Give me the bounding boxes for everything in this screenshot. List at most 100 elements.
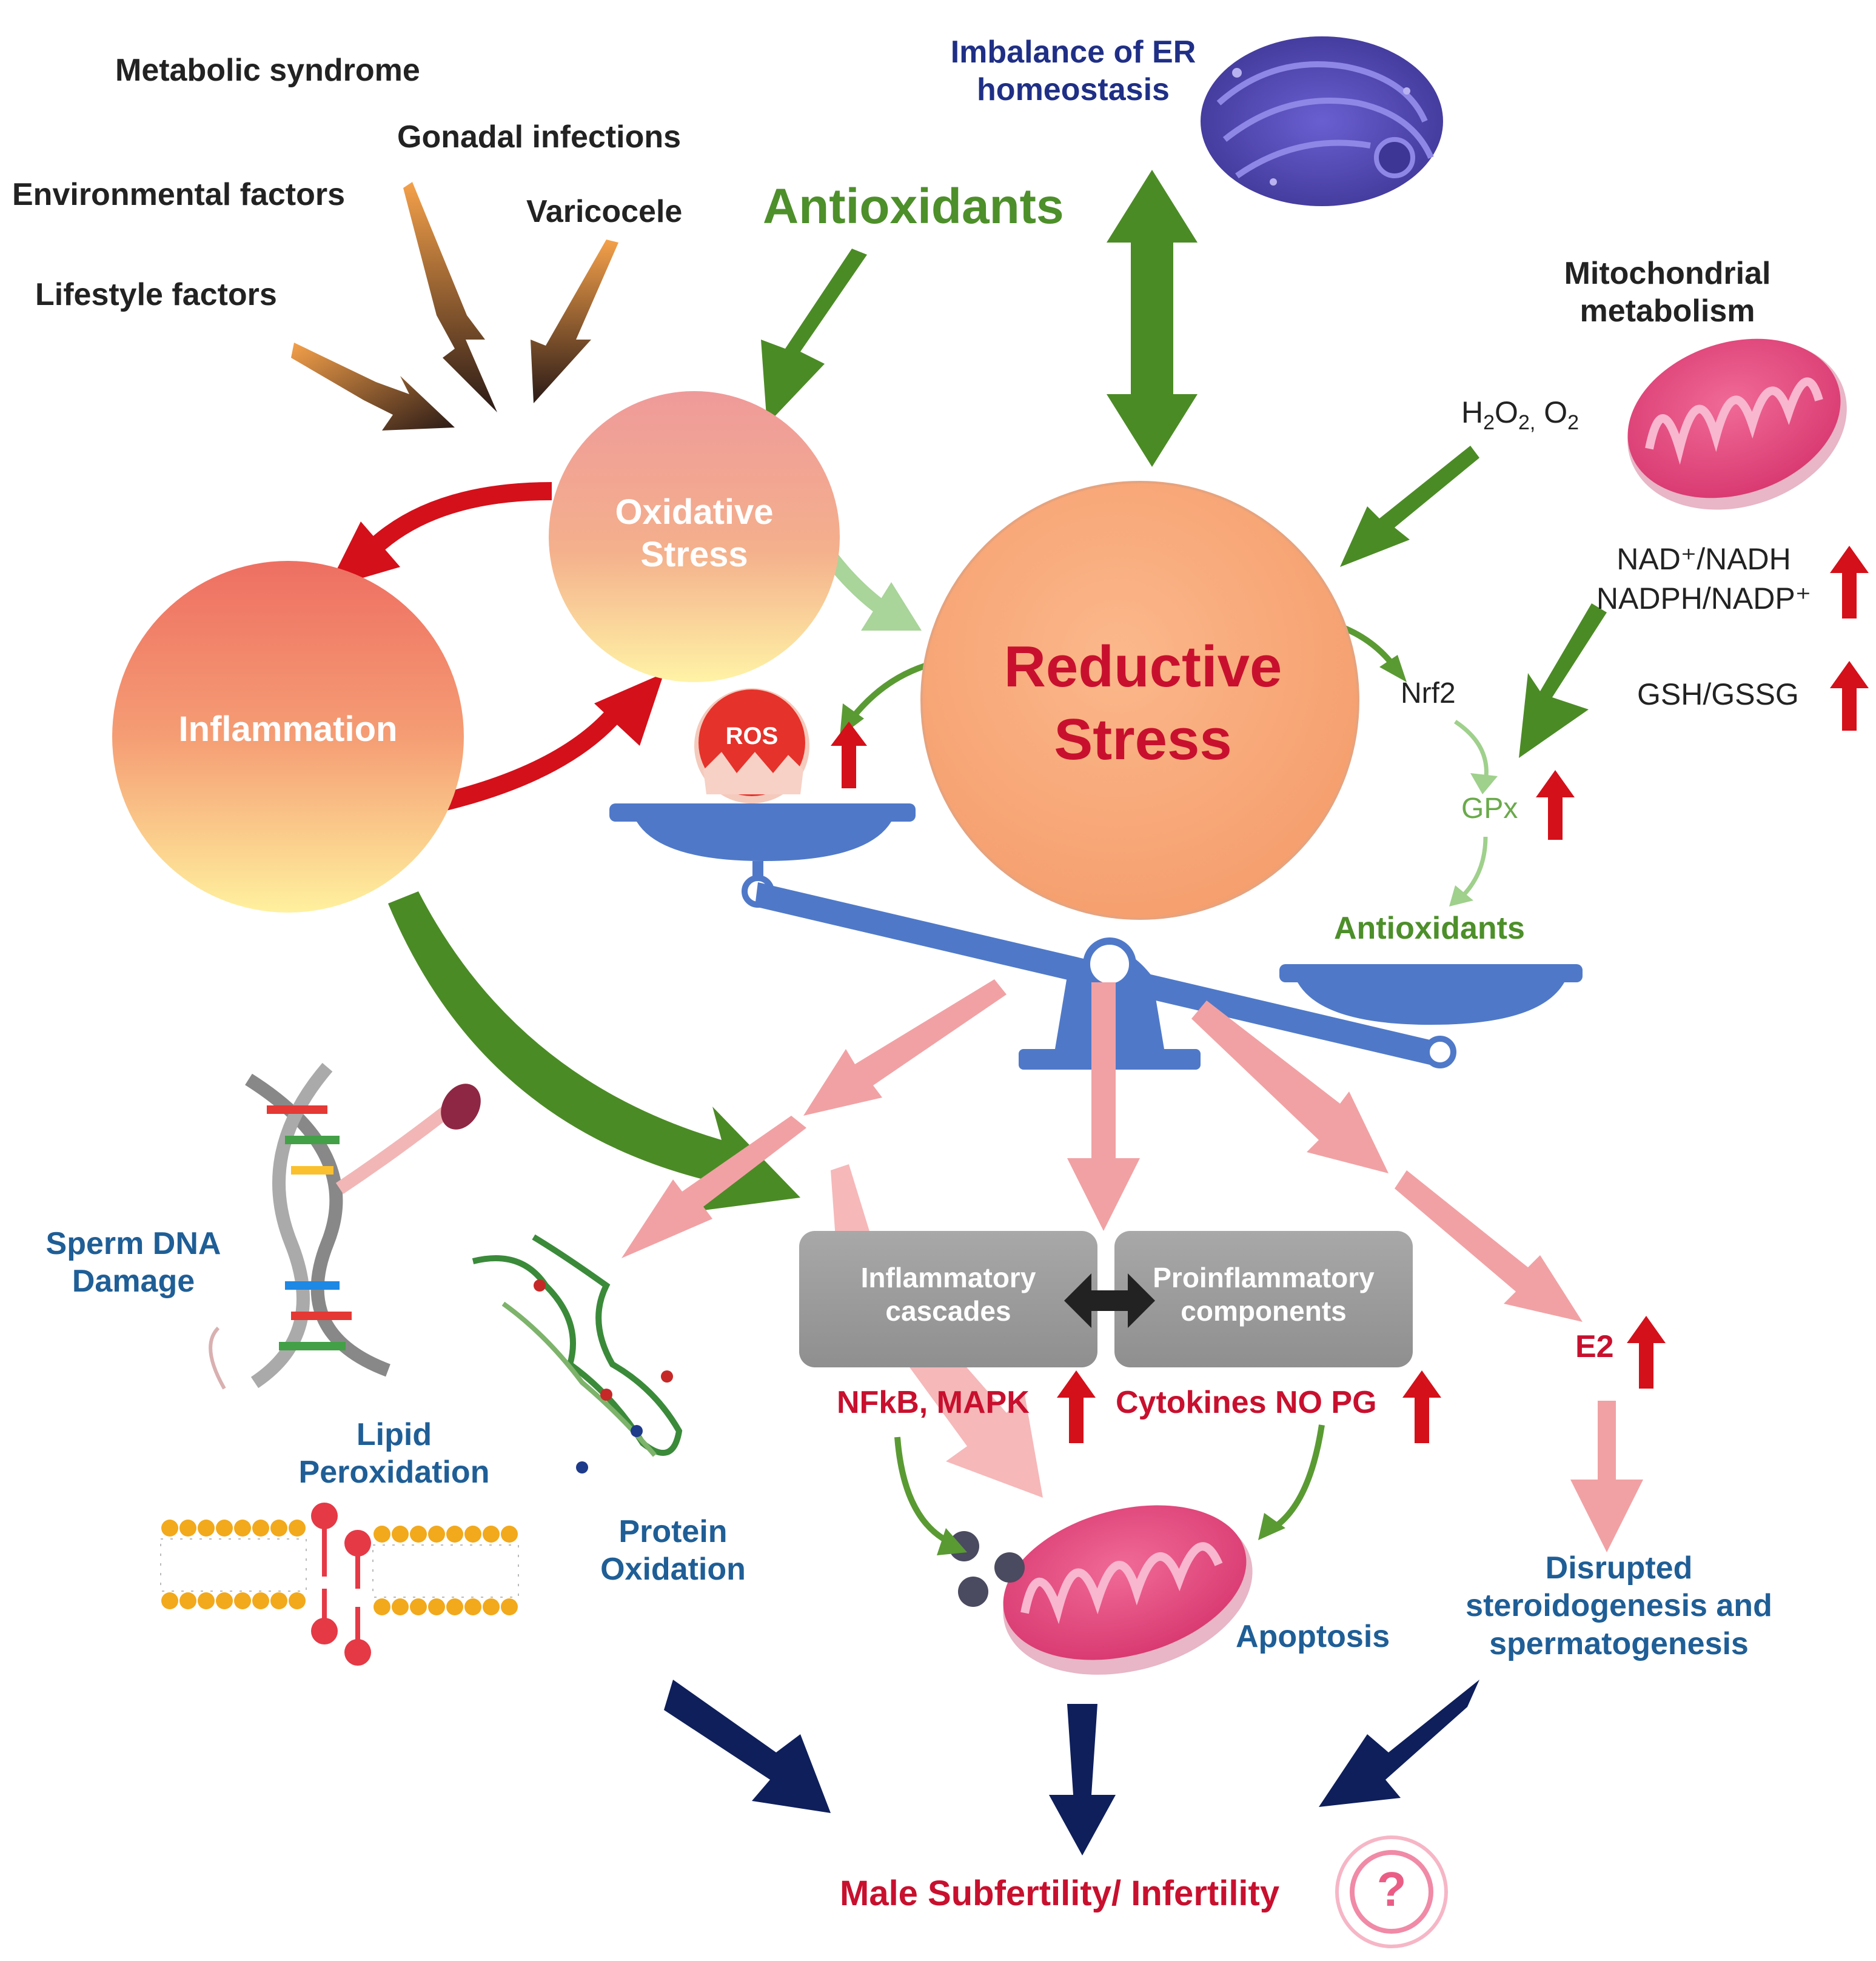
- arrow-e2-down: [1570, 1401, 1643, 1552]
- er-organelle-icon: [1201, 36, 1443, 206]
- arrow-protein-down: [621, 1116, 806, 1258]
- arrow-scale-to-protein: [803, 979, 1007, 1116]
- arrow-e2-to-disrupted: [1395, 1170, 1583, 1322]
- oxidative-stress-circle: [549, 391, 840, 682]
- arrow-cytokines-to-mito: [1271, 1424, 1325, 1531]
- h2o2-h: H: [1461, 395, 1484, 429]
- arrow-apoptosis-to-infertility: [1049, 1704, 1116, 1855]
- sperm-line1: Sperm DNA: [45, 1226, 221, 1261]
- cytokines-label: Cytokines NO PG: [1116, 1385, 1377, 1420]
- o2-o: O: [1544, 395, 1568, 429]
- mitochondrion-top-icon: [1627, 338, 1847, 510]
- apoptosis-particle: [958, 1577, 988, 1607]
- apoptosis-particle: [994, 1552, 1025, 1583]
- male-infertility-label: Male Subfertility/ Infertility: [840, 1874, 1280, 1913]
- factor-gonadal-infections: Gonadal infections: [397, 119, 682, 155]
- apoptosis-particle: [949, 1531, 979, 1561]
- components-line2: components: [1181, 1295, 1347, 1327]
- arrow-inflammation-to-oxidative: [422, 703, 626, 816]
- mito-title-line2: metabolism: [1580, 293, 1755, 329]
- factor-metabolic-syndrome: Metabolic syndrome: [115, 53, 420, 88]
- up-arrows: [831, 546, 1869, 1443]
- factor-lifestyle: Lifestyle factors: [35, 277, 277, 312]
- protein-line1: Protein: [618, 1514, 728, 1549]
- components-line1: Proinflammatory: [1153, 1262, 1375, 1293]
- factor-arrows: [291, 182, 618, 431]
- disrupted-label: Disrupted steroidogenesis and spermatoge…: [1431, 1549, 1807, 1663]
- protein-line2: Oxidation: [600, 1552, 746, 1587]
- arrow-scale-to-e2: [1191, 1001, 1389, 1173]
- gpx-up-arrow-icon: [1536, 770, 1575, 840]
- inflammation-label: Inflammation: [178, 709, 398, 749]
- arrow-protein-to-infertility: [664, 1680, 831, 1813]
- inflammation-circle: [112, 561, 464, 913]
- er-line1: Imbalance of ER: [950, 35, 1196, 70]
- arrow-nfkb-to-apoptosis: [894, 1436, 948, 1543]
- nad-up-arrow-icon: [1830, 546, 1869, 618]
- antioxidants-right-label: Antioxidants: [1334, 911, 1525, 946]
- reductive-line2: Stress: [1054, 707, 1232, 772]
- disrupted-line3: spermatogenesis: [1489, 1626, 1749, 1661]
- arrow-nrf2-to-gpx: [1454, 720, 1489, 783]
- navy-arrows: [664, 1680, 1479, 1855]
- arrow-to-apoptosis: [831, 1164, 1043, 1498]
- cytokines-up-arrow-icon: [1402, 1370, 1441, 1443]
- arrowhead: [1470, 773, 1498, 794]
- question-mark-label: ?: [1376, 1862, 1407, 1916]
- arrowhead: [937, 1528, 967, 1555]
- arrow-varicocele: [531, 240, 618, 403]
- factor-environmental: Environmental factors: [12, 177, 346, 212]
- gsh-up-arrow-icon: [1830, 661, 1869, 731]
- nrf2-label: Nrf2: [1401, 677, 1456, 709]
- h2o2-o: O: [1495, 395, 1518, 429]
- antioxidants-top-label: Antioxidants: [763, 179, 1064, 234]
- protein-oxidation-label: Protein Oxidation: [564, 1513, 782, 1589]
- ros-label: ROS: [725, 723, 779, 749]
- lipid-peroxidation-label: Lipid Peroxidation: [273, 1416, 515, 1492]
- mitochondrion-bottom-icon: [949, 1505, 1253, 1675]
- h2o2-sub2: 2,: [1518, 411, 1536, 434]
- arrowhead: [1258, 1513, 1285, 1540]
- question-badge-icon: [1335, 1835, 1448, 1948]
- arrow-antioxidants-to-oxidative: [761, 249, 867, 424]
- arrow-gpx-to-antioxidants: [1459, 836, 1488, 899]
- arrow-er-double: [1107, 170, 1198, 467]
- arrow-nadph-to-gpx: [1519, 603, 1607, 758]
- er-imbalance-label: Imbalance of ER homeostasis: [922, 33, 1225, 109]
- reductive-line1: Reductive: [1003, 634, 1282, 699]
- inflammatory-cascades-label: Inflammatory cascades: [799, 1261, 1097, 1328]
- cascades-line2: cascades: [885, 1295, 1011, 1327]
- arrowhead: [1449, 885, 1473, 907]
- arrow-h2o2-to-reductive: [1340, 446, 1479, 567]
- reductive-stress-circle: [920, 481, 1359, 920]
- nadph-line: NADPH/NADP⁺: [1596, 582, 1812, 615]
- mito-title-line1: Mitochondrial: [1564, 256, 1771, 291]
- protein-structure-icon: [472, 1234, 683, 1473]
- oxidative-line1: Oxidative: [615, 492, 774, 532]
- arrow-inflammation-to-cascades: [388, 891, 800, 1213]
- arrowhead: [594, 673, 664, 746]
- arrowhead: [861, 582, 922, 631]
- ros-badge-icon: [694, 688, 809, 803]
- factor-varicocele: Varicocele: [526, 194, 683, 229]
- reductive-stress-label: Reductive Stress: [946, 631, 1340, 776]
- arrow-oxidative-to-inflammation: [369, 482, 552, 553]
- proinflammatory-components-box: [1114, 1231, 1413, 1367]
- nad-ratio-label: NAD⁺/NADH NADPH/NADP⁺: [1576, 540, 1831, 618]
- disrupted-line2: steroidogenesis and: [1466, 1588, 1772, 1624]
- sperm-line2: Damage: [72, 1264, 195, 1299]
- pink-arrows: [621, 979, 1643, 1552]
- sperm-dna-damage-label: Sperm DNA Damage: [24, 1225, 243, 1301]
- dna-helix-icon: [209, 1062, 481, 1390]
- nfkb-mapk-label: NFkB, MAPK: [837, 1385, 1030, 1420]
- h2o2-sub1: 2: [1483, 411, 1495, 434]
- lipid-line2: Peroxidation: [298, 1455, 490, 1490]
- mitochondrial-metabolism-label: Mitochondrial metabolism: [1516, 255, 1819, 330]
- bidirectional-arrow-icon: [1064, 1273, 1155, 1328]
- nad-line: NAD⁺/NADH: [1616, 542, 1791, 576]
- arrow-environmental: [403, 182, 497, 412]
- lipid-line1: Lipid: [356, 1417, 432, 1452]
- apoptosis-label: Apoptosis: [1236, 1619, 1390, 1654]
- cascades-line1: Inflammatory: [860, 1262, 1036, 1293]
- red-arrows: [327, 482, 664, 816]
